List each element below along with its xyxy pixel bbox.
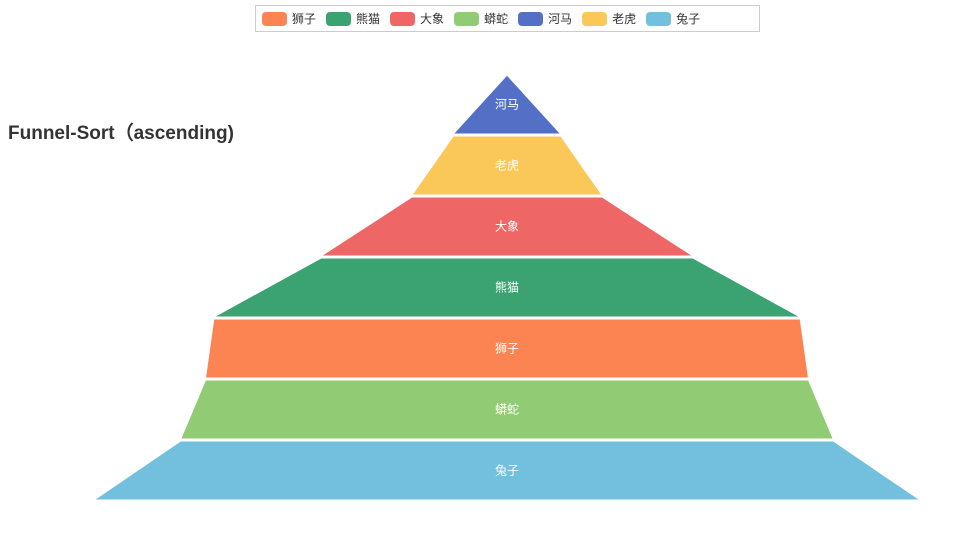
- legend-swatch: [518, 11, 544, 26]
- legend-label: 狮子: [292, 12, 317, 26]
- funnel-segment-label: 熊猫: [495, 280, 519, 295]
- legend-swatch: [582, 11, 608, 26]
- funnel-segment[interactable]: [411, 135, 603, 196]
- funnel-segment[interactable]: [452, 74, 562, 135]
- legend-label: 兔子: [676, 12, 701, 26]
- legend-item[interactable]: 河马: [518, 10, 572, 27]
- legend-label: 熊猫: [356, 12, 381, 26]
- funnel-segment[interactable]: [204, 318, 810, 379]
- legend-swatch: [326, 11, 352, 26]
- legend-item[interactable]: 熊猫: [326, 10, 380, 27]
- funnel-segment[interactable]: [179, 379, 835, 440]
- legend-label: 老虎: [612, 12, 637, 26]
- legend-item[interactable]: 大象: [390, 10, 444, 27]
- legend-item[interactable]: 兔子: [646, 10, 700, 27]
- funnel-segment-label: 老虎: [495, 159, 519, 173]
- legend-label: 蟒蛇: [484, 12, 509, 26]
- legend-item[interactable]: 狮子: [262, 10, 316, 27]
- legend-swatch: [646, 11, 672, 26]
- legend-swatch: [390, 11, 416, 26]
- funnel-segment-label: 兔子: [495, 463, 519, 478]
- legend-label: 大象: [420, 12, 445, 26]
- funnel-segment-label: 狮子: [495, 342, 519, 356]
- legend-item[interactable]: 蟒蛇: [454, 10, 508, 27]
- legend-item[interactable]: 老虎: [582, 10, 636, 27]
- funnel-segment[interactable]: [213, 257, 801, 318]
- chart-title: Funnel-Sort（ascending): [8, 123, 234, 144]
- legend-label: 河马: [548, 12, 573, 26]
- funnel-segment-label: 蟒蛇: [495, 402, 519, 417]
- funnel-segment[interactable]: [319, 196, 695, 257]
- legend-swatch: [262, 11, 287, 26]
- legend-swatch: [454, 11, 480, 26]
- funnel-segment-label: 大象: [495, 220, 519, 234]
- funnel-segment[interactable]: [92, 440, 922, 501]
- funnel-segment-label: 河马: [495, 98, 519, 112]
- chart-legend: 狮子 熊猫 大象 蟒蛇 河马 老虎 兔子: [255, 5, 760, 32]
